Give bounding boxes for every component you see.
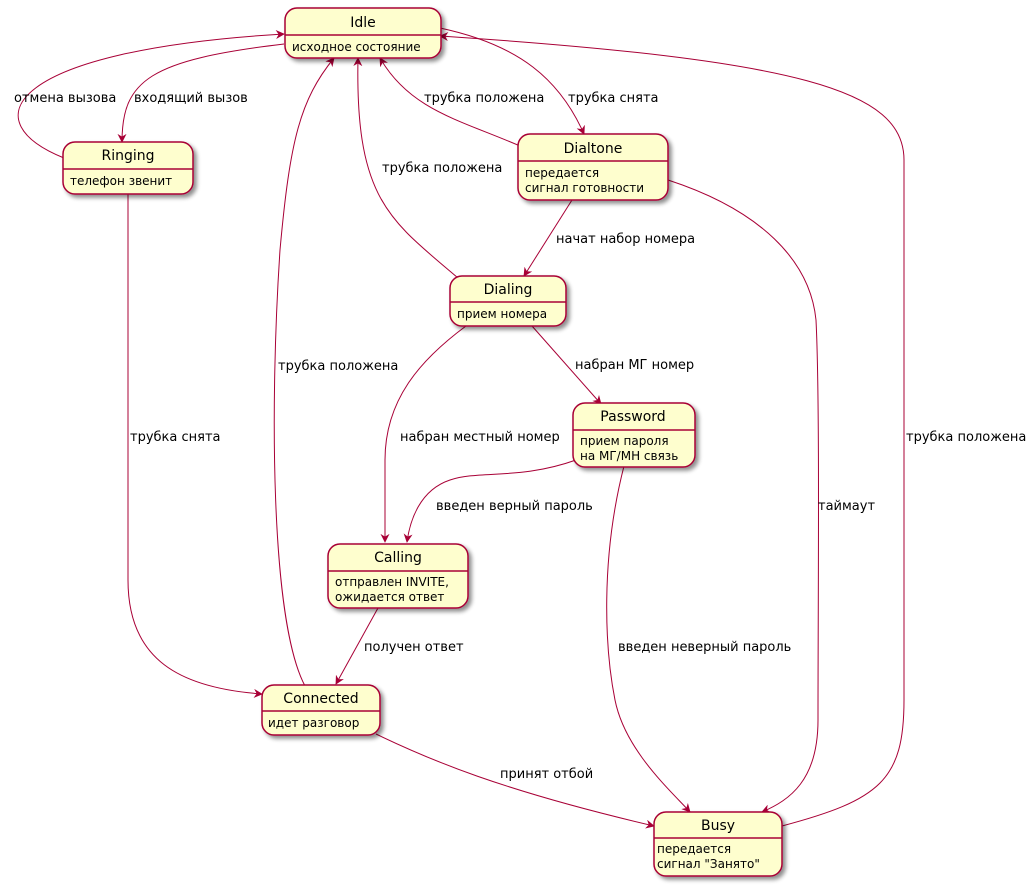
edge-idle-dialtone (439, 27, 585, 135)
label-dialtone-busy: таймаут (818, 499, 875, 514)
state-connected[interactable]: Connected идет разговор (261, 684, 381, 736)
edge-busy-idle (439, 32, 905, 827)
edge-dialing-idle (353, 57, 459, 279)
edge-idle-ringing (117, 43, 285, 143)
edge-password-busy (606, 465, 691, 813)
state-calling-desc-2: ожидается ответ (335, 590, 444, 604)
edge-password-calling (403, 459, 577, 543)
label-ringing-connected: трубка снята (130, 430, 221, 445)
state-dialtone[interactable]: Dialtone передается сигнал готовности (517, 133, 669, 201)
state-ringing[interactable]: Ringing телефон звенит (62, 141, 194, 195)
state-ringing-desc-1: телефон звенит (70, 174, 172, 188)
edge-connected-busy (375, 733, 655, 829)
state-calling-title: Calling (374, 550, 422, 566)
state-idle[interactable]: Idle исходное состояние (284, 7, 442, 59)
state-dialtone-desc-2: сигнал готовности (525, 181, 644, 195)
state-busy-title: Busy (701, 818, 735, 834)
edge-calling-connected (335, 607, 379, 685)
state-busy[interactable]: Busy передается сигнал "Занято" (653, 811, 783, 877)
edge-dialing-calling (380, 325, 467, 543)
label-idle-dialtone: трубка снята (568, 91, 659, 106)
label-calling-connected: получен ответ (364, 640, 464, 655)
edge-dialtone-dialing (523, 199, 573, 277)
label-busy-idle: трубка положена (906, 430, 1026, 445)
label-ringing-idle: отмена вызова (14, 91, 116, 106)
label-password-calling: введен верный пароль (436, 499, 593, 514)
label-connected-idle: трубка положена (278, 359, 398, 374)
edge-connected-idle (273, 57, 335, 687)
transitions (17, 27, 905, 829)
transition-labels: отмена вызова входящий вызов трубка поло… (14, 91, 1026, 782)
label-dialing-idle: трубка положена (382, 161, 502, 176)
states: Idle исходное состояние Ringing телефон … (62, 7, 783, 877)
state-dialtone-desc-1: передается (525, 166, 599, 180)
label-dialtone-idle: трубка положена (424, 91, 544, 106)
state-calling[interactable]: Calling отправлен INVITE, ожидается отве… (327, 543, 469, 609)
state-password-desc-2: на МГ/МН связь (580, 449, 678, 463)
label-idle-ringing: входящий вызов (134, 91, 248, 106)
state-busy-desc-2: сигнал "Занято" (657, 857, 760, 871)
state-dialtone-title: Dialtone (564, 141, 623, 157)
state-password-title: Password (600, 409, 665, 425)
state-ringing-title: Ringing (101, 148, 154, 164)
edge-ringing-idle (17, 29, 285, 159)
state-dialing-desc-1: прием номера (457, 307, 547, 321)
edge-dialing-password (531, 325, 602, 405)
state-idle-desc-1: исходное состояние (292, 40, 421, 54)
state-calling-desc-1: отправлен INVITE, (335, 575, 449, 589)
state-idle-title: Idle (350, 15, 376, 31)
edge-dialtone-idle (379, 57, 521, 147)
state-password-desc-1: прием пароля (580, 434, 669, 448)
edge-dialtone-busy (667, 179, 819, 813)
label-connected-busy: принят отбой (500, 767, 593, 782)
state-dialing[interactable]: Dialing прием номера (449, 275, 567, 327)
state-password[interactable]: Password прием пароля на МГ/МН связь (572, 402, 696, 468)
edge-ringing-connected (127, 194, 263, 698)
state-dialing-title: Dialing (484, 282, 533, 298)
label-dialing-calling: набран местный номер (400, 430, 560, 445)
label-dialing-password: набран МГ номер (575, 358, 694, 373)
state-connected-desc-1: идет разговор (268, 716, 359, 730)
state-connected-title: Connected (283, 691, 358, 707)
state-busy-desc-1: передается (657, 842, 731, 856)
label-password-busy: введен неверный пароль (618, 640, 791, 655)
label-dialtone-dialing: начат набор номера (556, 232, 695, 247)
